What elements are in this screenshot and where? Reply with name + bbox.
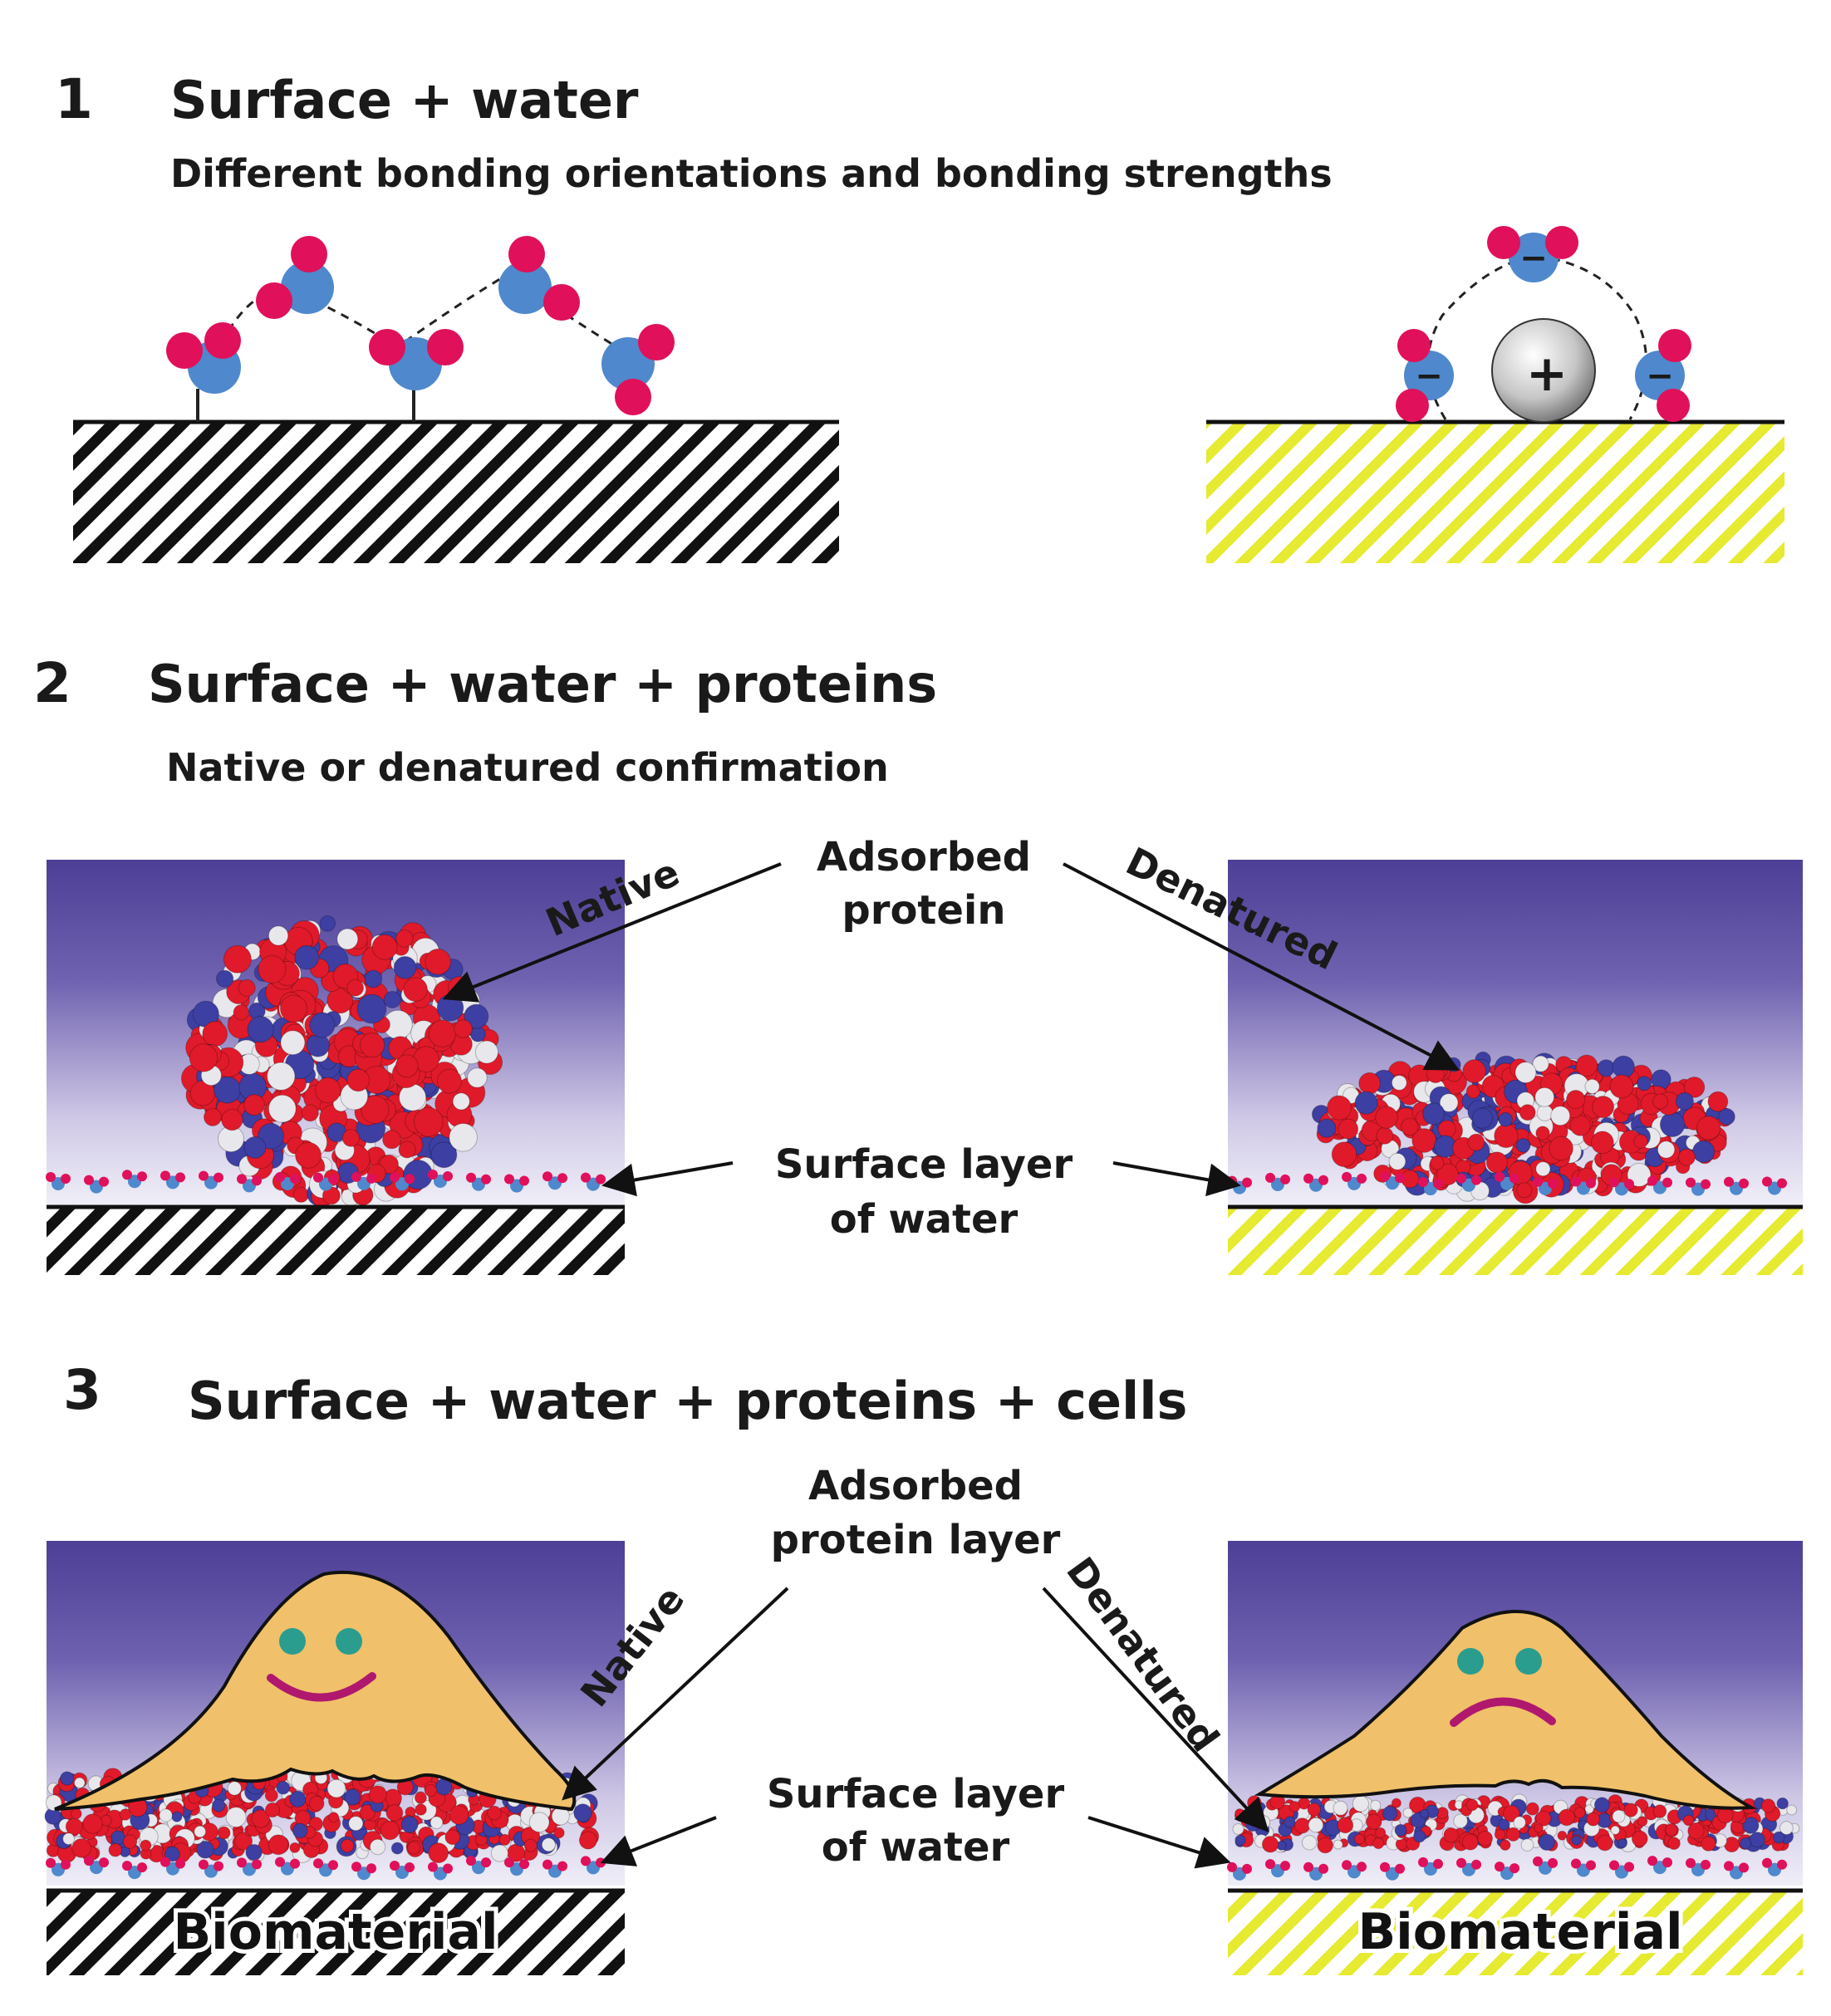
denatured-label-3: Denatured	[1058, 1549, 1228, 1760]
water-anion-right: −	[1635, 329, 1691, 422]
biomaterial-label-left: Biomaterial	[173, 1903, 498, 1961]
section1-number: 1	[55, 67, 93, 131]
adsorbed-protein-label-2: protein	[842, 887, 1005, 934]
arrow-water-left-2	[601, 1161, 734, 1197]
water-molecule-2	[256, 236, 334, 319]
water-layer-label-1: Surface layer	[775, 1141, 1073, 1188]
adsorbed-layer-label-2: protein layer	[771, 1517, 1061, 1563]
protein-layer-left	[44, 1763, 600, 1864]
cell-eye-right	[336, 1628, 362, 1655]
cation-icon: +	[1491, 318, 1596, 423]
sad-cell-eye-right	[1515, 1648, 1542, 1675]
section1-subtitle: Different bonding orientations and bondi…	[170, 151, 1333, 196]
surface-water-layer-3-right	[1227, 1856, 1787, 1881]
arrow-native-3	[562, 1587, 789, 1801]
water-molecule-3	[369, 329, 464, 390]
cell-smile	[267, 1672, 376, 1702]
water-chain-left	[196, 272, 629, 422]
panel-sad-cell: Biomaterial	[1227, 1541, 1803, 1975]
surface-water-layer-left	[46, 1169, 606, 1194]
arrow-denatured-2	[1063, 862, 1460, 1071]
cell-eye-left	[279, 1628, 306, 1655]
surface-water-layer-3-left	[46, 1856, 606, 1881]
happy-cell	[54, 1570, 577, 1812]
panel-denatured-protein	[1227, 860, 1803, 1275]
hydrophobic-surface-1	[73, 419, 839, 563]
water-molecule-5	[601, 324, 675, 415]
section1-title: Surface + water	[170, 70, 639, 130]
section2-subtitle: Native or denatured confirmation	[166, 745, 889, 790]
cell-frown	[1450, 1697, 1556, 1727]
panel-happy-cell: Biomaterial	[44, 1541, 625, 1975]
native-protein-globule	[180, 915, 503, 1208]
svg-text:+: +	[1526, 345, 1568, 403]
sad-cell-eye-left	[1457, 1648, 1484, 1675]
hydrophilic-surface-1	[1206, 419, 1784, 563]
svg-text:−: −	[1646, 357, 1674, 395]
svg-text:−: −	[1519, 239, 1548, 277]
sad-cell	[1254, 1610, 1758, 1810]
water-layer-label-3b: of water	[822, 1824, 1010, 1871]
adsorbed-protein-label-1: Adsorbed	[817, 834, 1031, 880]
water-layer-label-2: of water	[830, 1196, 1019, 1243]
water-anion-left: −	[1396, 329, 1454, 422]
adsorbed-layer-label-1: Adsorbed	[808, 1463, 1023, 1509]
water-anion-top: −	[1487, 226, 1578, 282]
biomaterial-label-right: Biomaterial	[1357, 1903, 1682, 1961]
arrow-water-right-2	[1112, 1161, 1241, 1197]
section2-number: 2	[33, 651, 71, 715]
panel-native-protein	[46, 860, 625, 1275]
section2-title: Surface + water + proteins	[148, 654, 937, 714]
section3-title: Surface + water + proteins + cells	[188, 1371, 1187, 1431]
water-layer-label-3a: Surface layer	[767, 1771, 1065, 1817]
arrow-water-left-3	[600, 1816, 717, 1866]
arrow-denatured-3	[1042, 1587, 1269, 1832]
svg-text:−: −	[1415, 357, 1443, 395]
section3-number: 3	[63, 1358, 101, 1422]
arrow-water-right-3	[1087, 1816, 1231, 1869]
water-molecule-1	[166, 322, 241, 394]
arrow-native-2	[442, 862, 782, 1003]
water-molecule-4	[498, 236, 580, 321]
